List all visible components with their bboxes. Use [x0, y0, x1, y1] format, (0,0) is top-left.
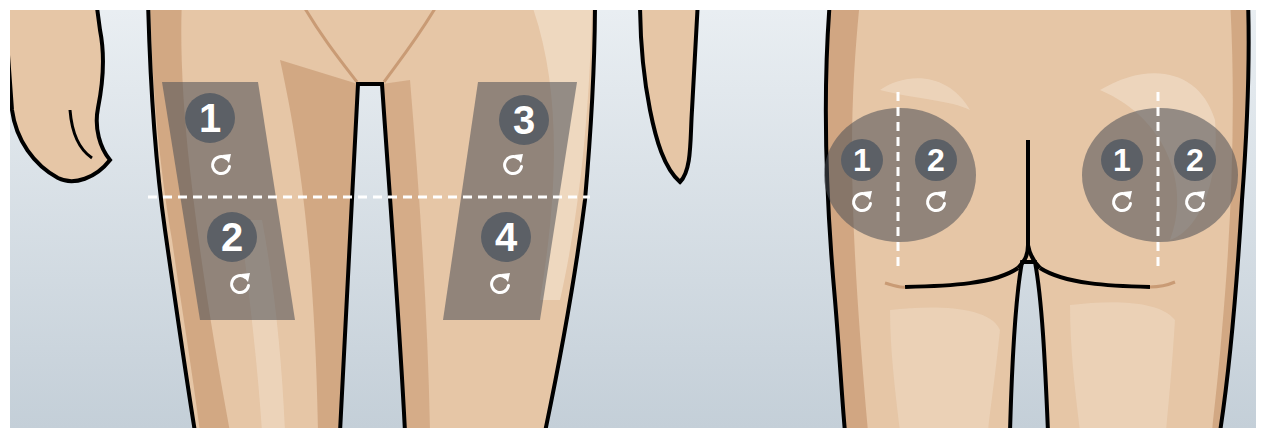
zone-divider: [148, 196, 590, 199]
number-badge: 2: [915, 139, 957, 181]
thigh-highlight: [1070, 302, 1175, 428]
leg-outline: [1010, 262, 1048, 428]
rotation-symbol: [854, 191, 872, 211]
rotation-symbol: [1187, 191, 1205, 211]
number-badge: 1: [1101, 139, 1143, 181]
callout-number: 1: [841, 139, 883, 181]
buttock-highlight: [880, 78, 970, 110]
badge-circle: [207, 212, 257, 262]
thigh-shadow: [382, 80, 430, 428]
number-badge: 3: [499, 95, 549, 145]
callout-number: 1: [185, 93, 235, 143]
rotation-symbol: [492, 273, 510, 293]
legs-front: [148, 10, 595, 428]
badge-circle: [481, 212, 531, 262]
fold-shadow: [885, 282, 1175, 287]
badge-circle: [1174, 139, 1216, 181]
callout-number: 2: [1174, 139, 1216, 181]
badge-circle: [499, 95, 549, 145]
body-outline: [826, 10, 845, 428]
groin-line: [384, 10, 440, 82]
injection-zone: [162, 82, 295, 320]
hand-crease: [70, 110, 92, 158]
gluteal-fold: [1040, 268, 1150, 287]
gluteal-cleft: [1018, 140, 1028, 268]
injection-zone: [443, 82, 577, 320]
body-outline: [1220, 10, 1249, 428]
thigh-highlight: [890, 307, 1000, 428]
rotation-symbol: [1114, 191, 1132, 211]
number-badge: 2: [1174, 139, 1216, 181]
callout-number: 4: [481, 212, 531, 262]
zone-divider: [1157, 92, 1160, 266]
callout-number: 2: [207, 212, 257, 262]
gluteal-cleft: [1028, 245, 1040, 268]
badge-circle: [1101, 139, 1143, 181]
number-badge: 4: [481, 212, 531, 262]
right-hand: [640, 10, 698, 182]
rotation-symbol: [232, 273, 250, 293]
gluteal-fold: [905, 268, 1018, 287]
rotation-symbol: [928, 191, 946, 211]
callout-number: 2: [915, 139, 957, 181]
number-badge: 1: [841, 139, 883, 181]
rotation-symbol: [505, 154, 523, 174]
badge-circle: [915, 139, 957, 181]
left-hand: [10, 10, 110, 181]
callout-number: 1: [1101, 139, 1143, 181]
groin-line: [300, 10, 357, 82]
badge-circle: [185, 93, 235, 143]
injection-zone: [1082, 108, 1238, 242]
zone-divider: [897, 92, 900, 266]
injection-zone: [824, 108, 976, 242]
callout-number: 3: [499, 95, 549, 145]
thigh-shadow: [280, 60, 358, 428]
number-badge: 2: [207, 212, 257, 262]
badge-circle: [841, 139, 883, 181]
number-badge: 1: [185, 93, 235, 143]
rotation-symbol: [213, 154, 231, 174]
leg-outline: [340, 84, 405, 428]
